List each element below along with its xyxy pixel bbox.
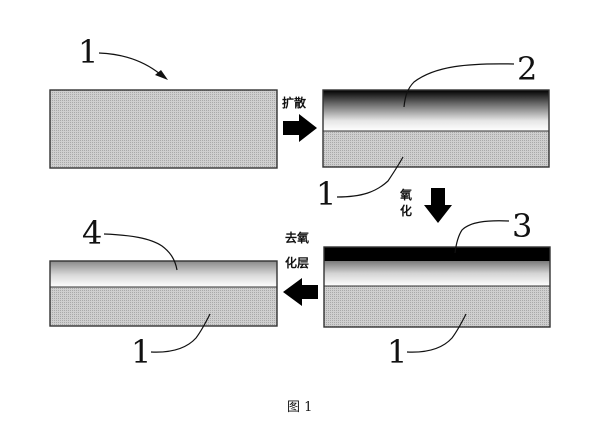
leader-line xyxy=(150,313,211,353)
label-diffusion-layer: 2 xyxy=(517,50,537,88)
step-diffuse-label: 扩散 xyxy=(282,95,307,110)
panel-result xyxy=(49,260,278,327)
panel-oxidation xyxy=(323,246,551,328)
label-substrate-top-left: 1 xyxy=(78,33,98,71)
leader-line xyxy=(403,63,515,108)
label-oxide-layer: 3 xyxy=(512,207,532,245)
leader-arrowhead xyxy=(155,70,168,80)
leader-line xyxy=(454,220,510,254)
leader-line xyxy=(98,52,161,75)
leader-line xyxy=(406,313,467,353)
arrow-left-icon xyxy=(283,278,318,306)
leader-line xyxy=(103,233,178,271)
block-outline xyxy=(49,260,278,327)
substrate-block xyxy=(324,286,550,327)
step-remove-oxide-label-1: 去氧 xyxy=(285,230,309,245)
label-substrate-bottom-right: 1 xyxy=(387,333,407,371)
oxide-layer xyxy=(324,247,550,261)
step-oxidize-label-1: 氧 xyxy=(399,187,412,202)
figure-caption: 图 1 xyxy=(287,400,312,415)
step-remove-oxide-label-2: 化层 xyxy=(285,255,309,270)
substrate-block xyxy=(50,287,277,326)
substrate-block xyxy=(323,131,549,167)
diffusion-layer xyxy=(323,90,549,131)
arrow-down-icon xyxy=(424,188,452,223)
panel-substrate xyxy=(49,89,278,169)
block-outline xyxy=(323,246,551,328)
label-remaining-layer: 4 xyxy=(82,214,102,252)
label-substrate-bottom-left: 1 xyxy=(131,333,151,371)
diffusion-layer xyxy=(324,261,550,286)
block-outline xyxy=(322,89,550,168)
substrate-block xyxy=(49,89,278,169)
step-oxidize-label-2: 化 xyxy=(400,203,412,218)
remaining-layer xyxy=(50,261,277,287)
label-substrate-top-right: 1 xyxy=(316,175,336,213)
panel-diffusion xyxy=(322,89,550,168)
arrow-right-icon xyxy=(283,114,317,142)
leader-line xyxy=(336,156,404,198)
